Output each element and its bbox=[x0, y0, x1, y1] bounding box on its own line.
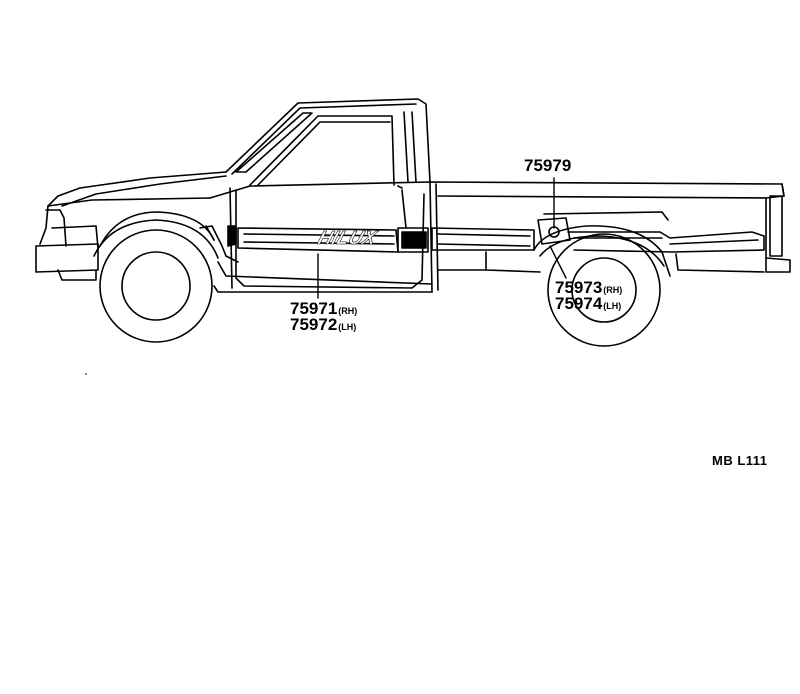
side-stripe bbox=[237, 227, 765, 253]
part-label-75972: 75972(LH) bbox=[290, 316, 356, 336]
part-number: 75971 bbox=[290, 299, 338, 318]
part-label-75979: 75979 bbox=[524, 157, 571, 174]
part-number: 75979 bbox=[524, 156, 572, 175]
rear-wheel bbox=[533, 225, 671, 347]
cab-outline bbox=[225, 98, 431, 186]
part-number: 75972 bbox=[290, 315, 338, 334]
leader-lines bbox=[317, 177, 567, 299]
part-number: 75973 bbox=[555, 278, 603, 297]
part-label-75974: 75974(LH) bbox=[555, 295, 621, 315]
side-lh: (LH) bbox=[603, 301, 622, 311]
side-rh: (RH) bbox=[338, 306, 358, 316]
door-and-body-side bbox=[209, 181, 785, 293]
part-number: 75974 bbox=[555, 294, 603, 313]
part-label-75973: 75973(RH) bbox=[555, 279, 622, 299]
hilux-decal: HILUX bbox=[315, 227, 380, 248]
side-rh: (RH) bbox=[603, 285, 623, 295]
front-wheel bbox=[93, 211, 219, 343]
speck bbox=[85, 373, 87, 375]
part-label-75971: 75971(RH) bbox=[290, 300, 357, 320]
side-lh: (LH) bbox=[338, 322, 357, 332]
diagram-code: MB L111 bbox=[712, 453, 768, 468]
front-end bbox=[35, 171, 237, 281]
